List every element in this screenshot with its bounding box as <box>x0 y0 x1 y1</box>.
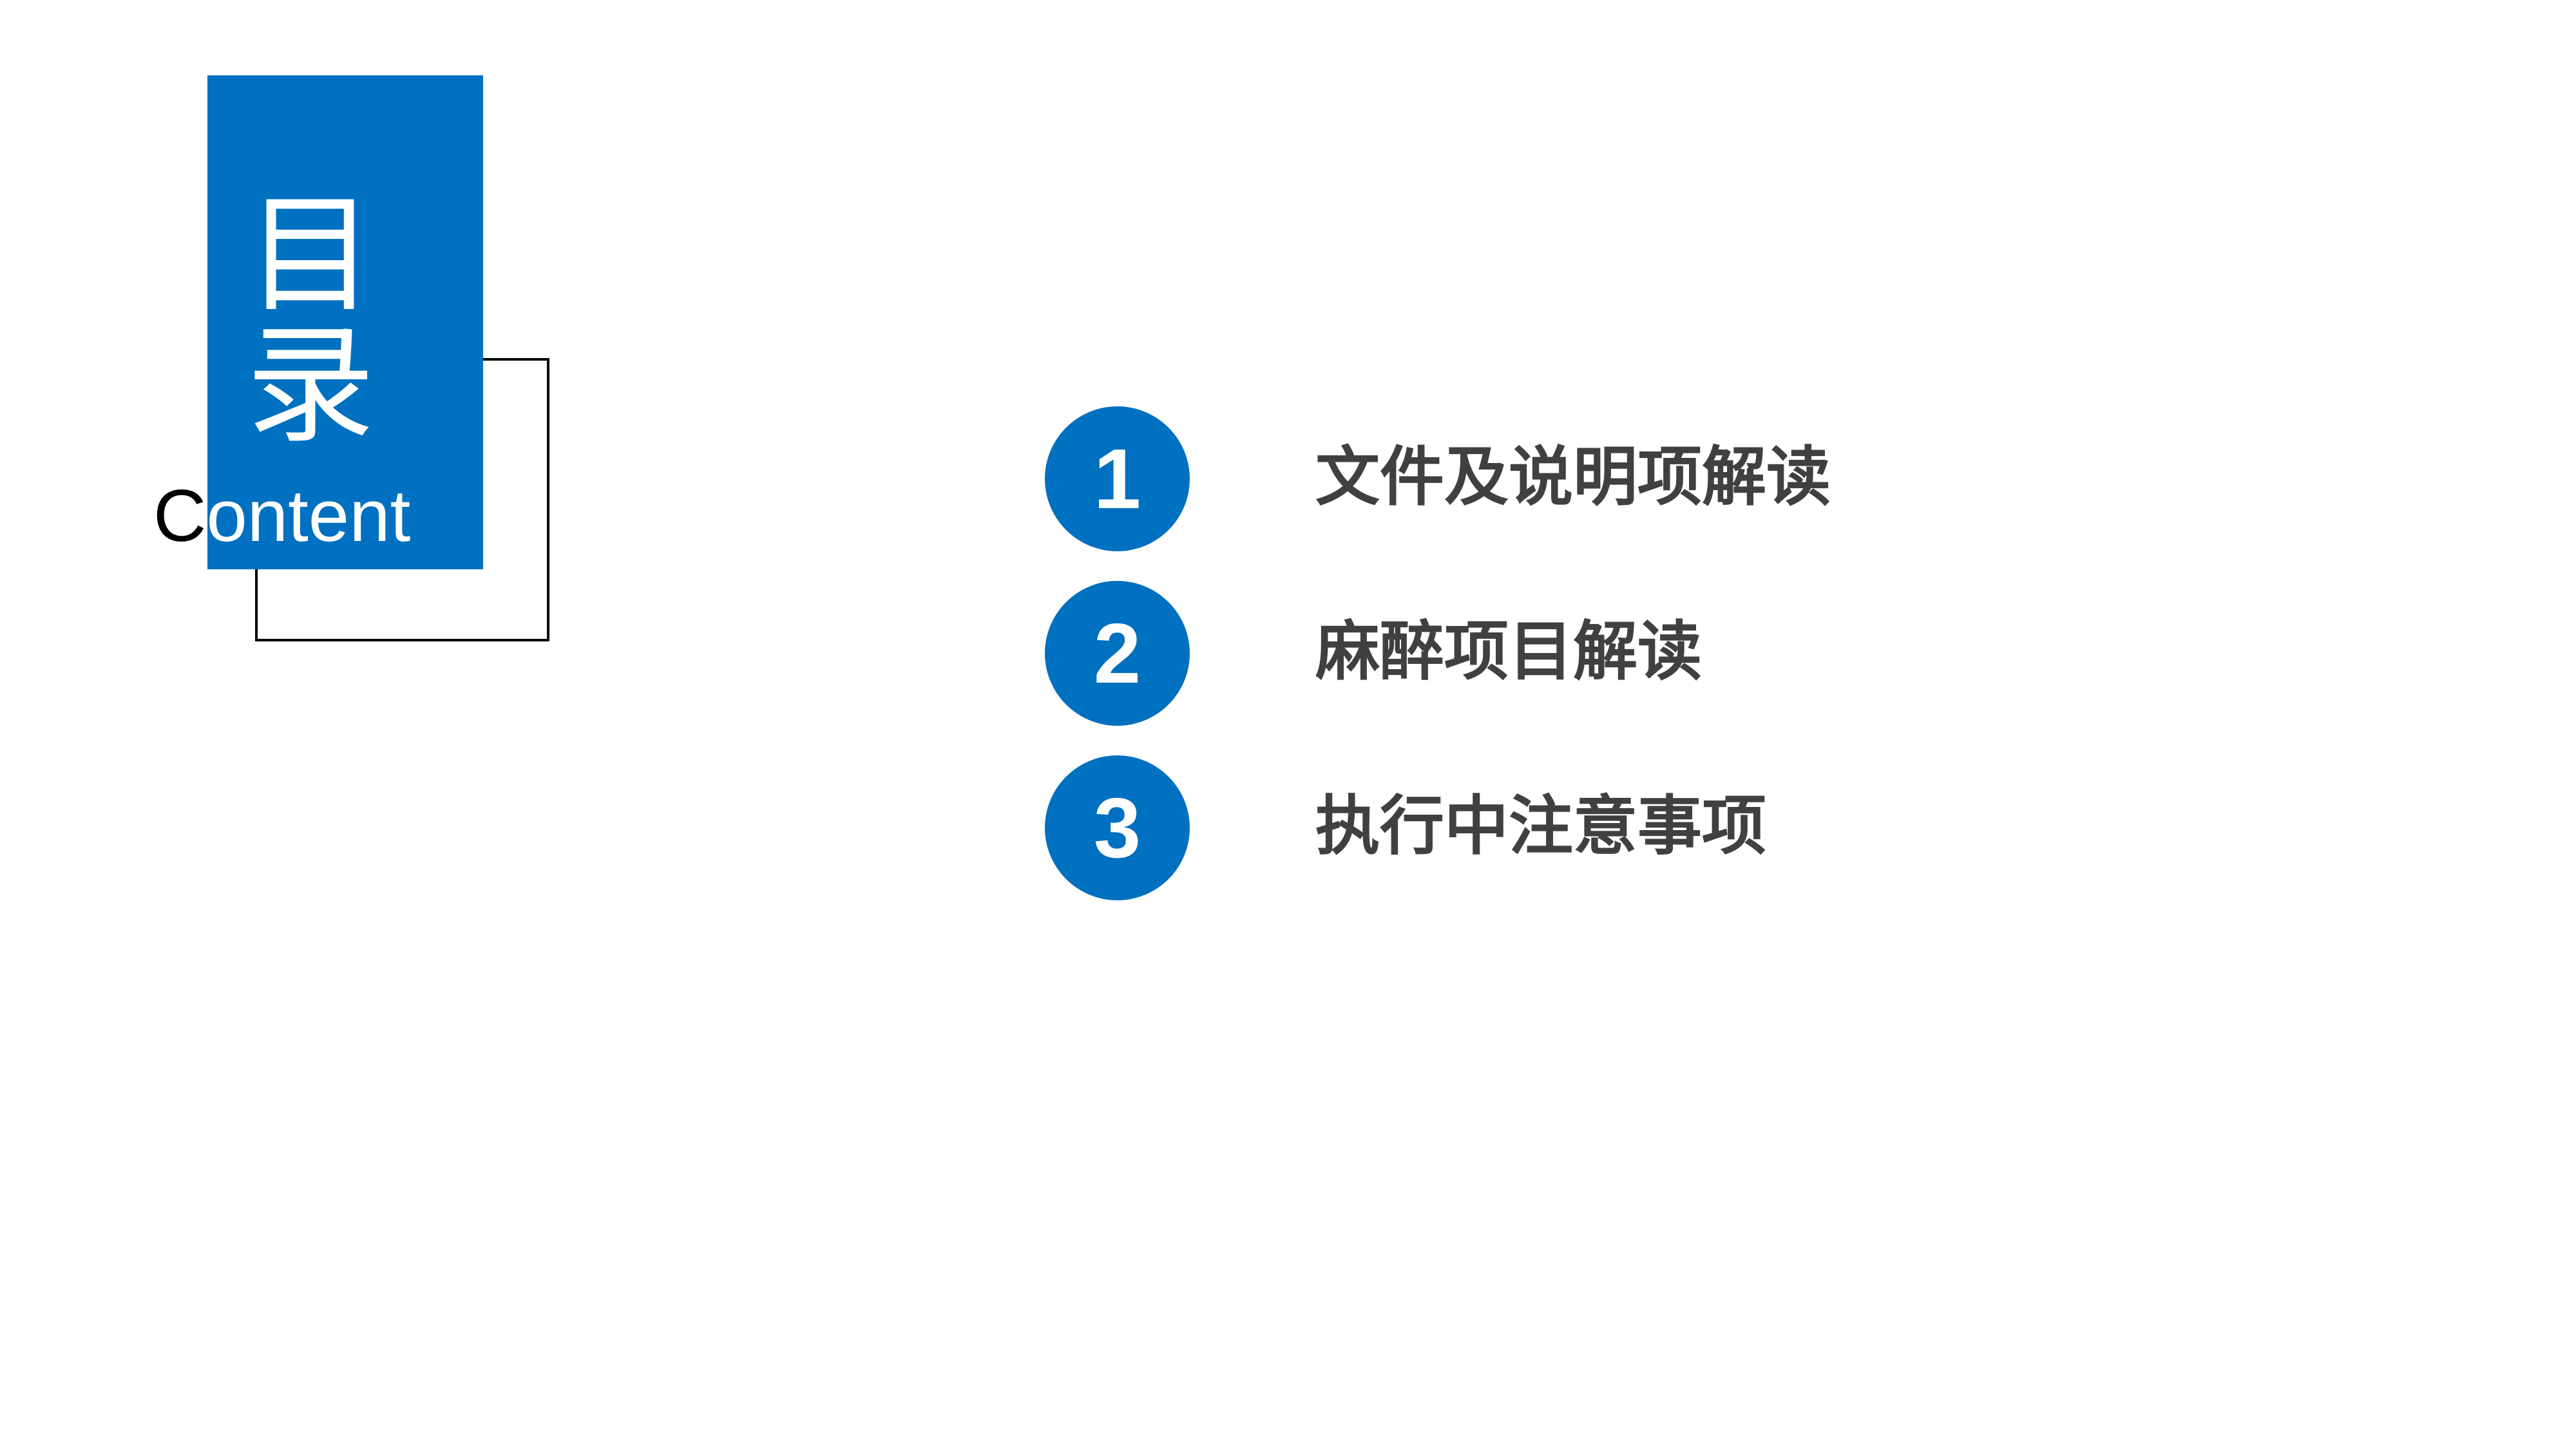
number-badge: 3 <box>1045 755 1190 900</box>
subtitle-content: Content <box>153 475 410 558</box>
toc-item-label: 执行中注意事项 <box>1315 788 1766 864</box>
toc-item-2[interactable]: 2 麻醉项目解读 <box>1045 581 1947 726</box>
toc-item-3[interactable]: 3 执行中注意事项 <box>1045 755 1947 900</box>
number-badge: 1 <box>1045 406 1190 551</box>
toc-item-label: 文件及说明项解读 <box>1315 439 1831 515</box>
number-badge: 2 <box>1045 581 1190 726</box>
toc-item-1[interactable]: 1 文件及说明项解读 <box>1045 406 1947 551</box>
title-char-mu: 目 <box>245 180 375 330</box>
subtitle-first-letter: C <box>153 475 207 557</box>
subtitle-rest: ontent <box>206 475 411 557</box>
title-char-lu: 录 <box>245 311 375 461</box>
toc-item-label: 麻醉项目解读 <box>1315 614 1702 689</box>
title-block <box>207 75 483 569</box>
